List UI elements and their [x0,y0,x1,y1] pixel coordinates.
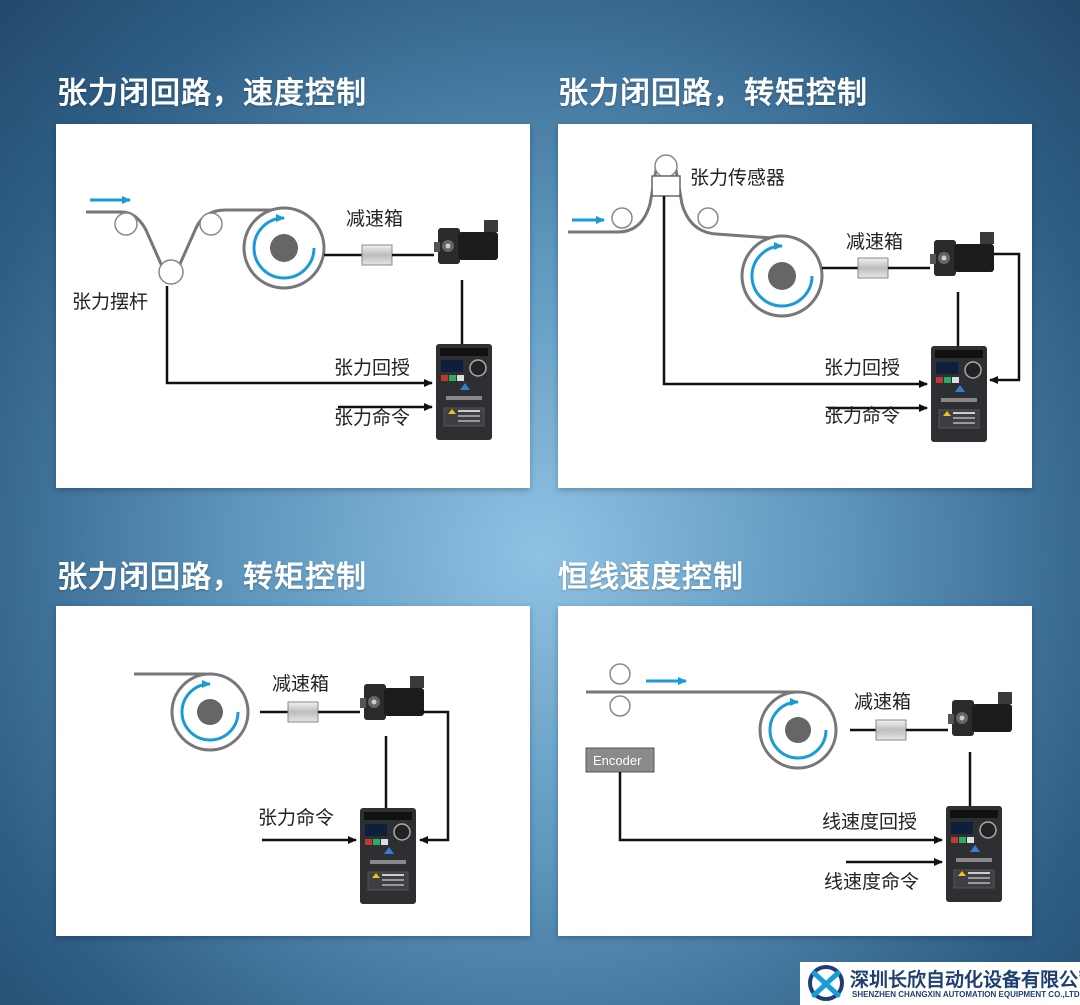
idler-roller-icon [697,207,719,229]
command-label: 张力命令 [258,807,334,829]
dancer-roller-icon [158,259,184,285]
gearbox-icon [875,719,907,741]
diagram-4: 减速箱 Encoder 线速度回授 线速度命令 [585,663,1012,903]
vfd-drive-icon [359,807,417,905]
encoder-box-icon: Encoder [585,747,655,773]
company-name-en: SHENZHEN CHANGXIN AUTOMATION EQUIPMENT C… [852,990,1080,999]
company-logo-icon [808,965,844,1001]
diagram-1: 减速箱 张力摆杆 张力回授 张力命令 [72,196,498,441]
gearbox-label: 减速箱 [854,691,911,713]
command-label: 张力命令 [824,405,900,427]
command-label: 张力命令 [334,407,410,429]
diagram-panel-3: 减速箱 张力命令 [56,606,530,936]
servo-motor-icon [434,220,498,264]
tension-sensor-icon [651,175,681,197]
vfd-drive-icon [930,345,988,443]
servo-motor-icon [360,676,424,720]
gearbox-label: 减速箱 [846,231,903,253]
feedback-label: 张力回授 [824,357,900,379]
diagram-panel-1: 减速箱 张力摆杆 张力回授 张力命令 [56,124,530,488]
roll-icon [758,690,838,770]
section-title-2: 张力闭回路，转矩控制 [558,76,868,111]
diagram-3: 减速箱 张力命令 [134,672,450,905]
sensor-label: 张力传感器 [690,167,785,189]
section-title-4: 恒线速度控制 [558,560,744,595]
idler-roller-icon [611,207,633,229]
section-title-1: 张力闭回路，速度控制 [57,76,367,111]
roll-icon [242,206,326,290]
vfd-drive-icon [435,343,493,441]
idler-roller-icon [114,212,138,236]
gearbox-icon [361,244,393,266]
sensor-roller-icon [654,154,678,178]
servo-motor-icon [948,692,1012,736]
gearbox-icon [857,257,889,279]
roll-icon [740,234,824,318]
servo-motor-icon [930,232,994,276]
diagram-2: 张力传感器 减速箱 张力回授 张力命令 [568,154,1021,443]
command-label: 线速度命令 [824,871,919,893]
diagram-panel-2: 张力传感器 减速箱 张力回授 张力命令 [558,124,1032,488]
encoder-roller-icon [609,663,631,685]
feedback-label: 张力回授 [334,357,410,379]
dancer-label: 张力摆杆 [72,291,148,313]
idler-roller-icon [199,212,223,236]
encoder-roller-icon [609,695,631,717]
diagram-panel-4: 减速箱 Encoder 线速度回授 线速度命令 [558,606,1032,936]
gearbox-icon [287,701,319,723]
company-logo-bar: 深圳长欣自动化设备有限公司 SHENZHEN CHANGXIN AUTOMATI… [800,962,1080,1005]
vfd-drive-icon [945,805,1003,903]
roll-icon [170,672,250,752]
encoder-label: Encoder [593,753,642,768]
gearbox-label: 减速箱 [272,673,329,695]
gearbox-label: 减速箱 [346,208,403,230]
company-name-cn: 深圳长欣自动化设备有限公司 [850,969,1080,991]
feedback-label: 线速度回授 [822,811,917,833]
section-title-3: 张力闭回路，转矩控制 [57,560,367,595]
